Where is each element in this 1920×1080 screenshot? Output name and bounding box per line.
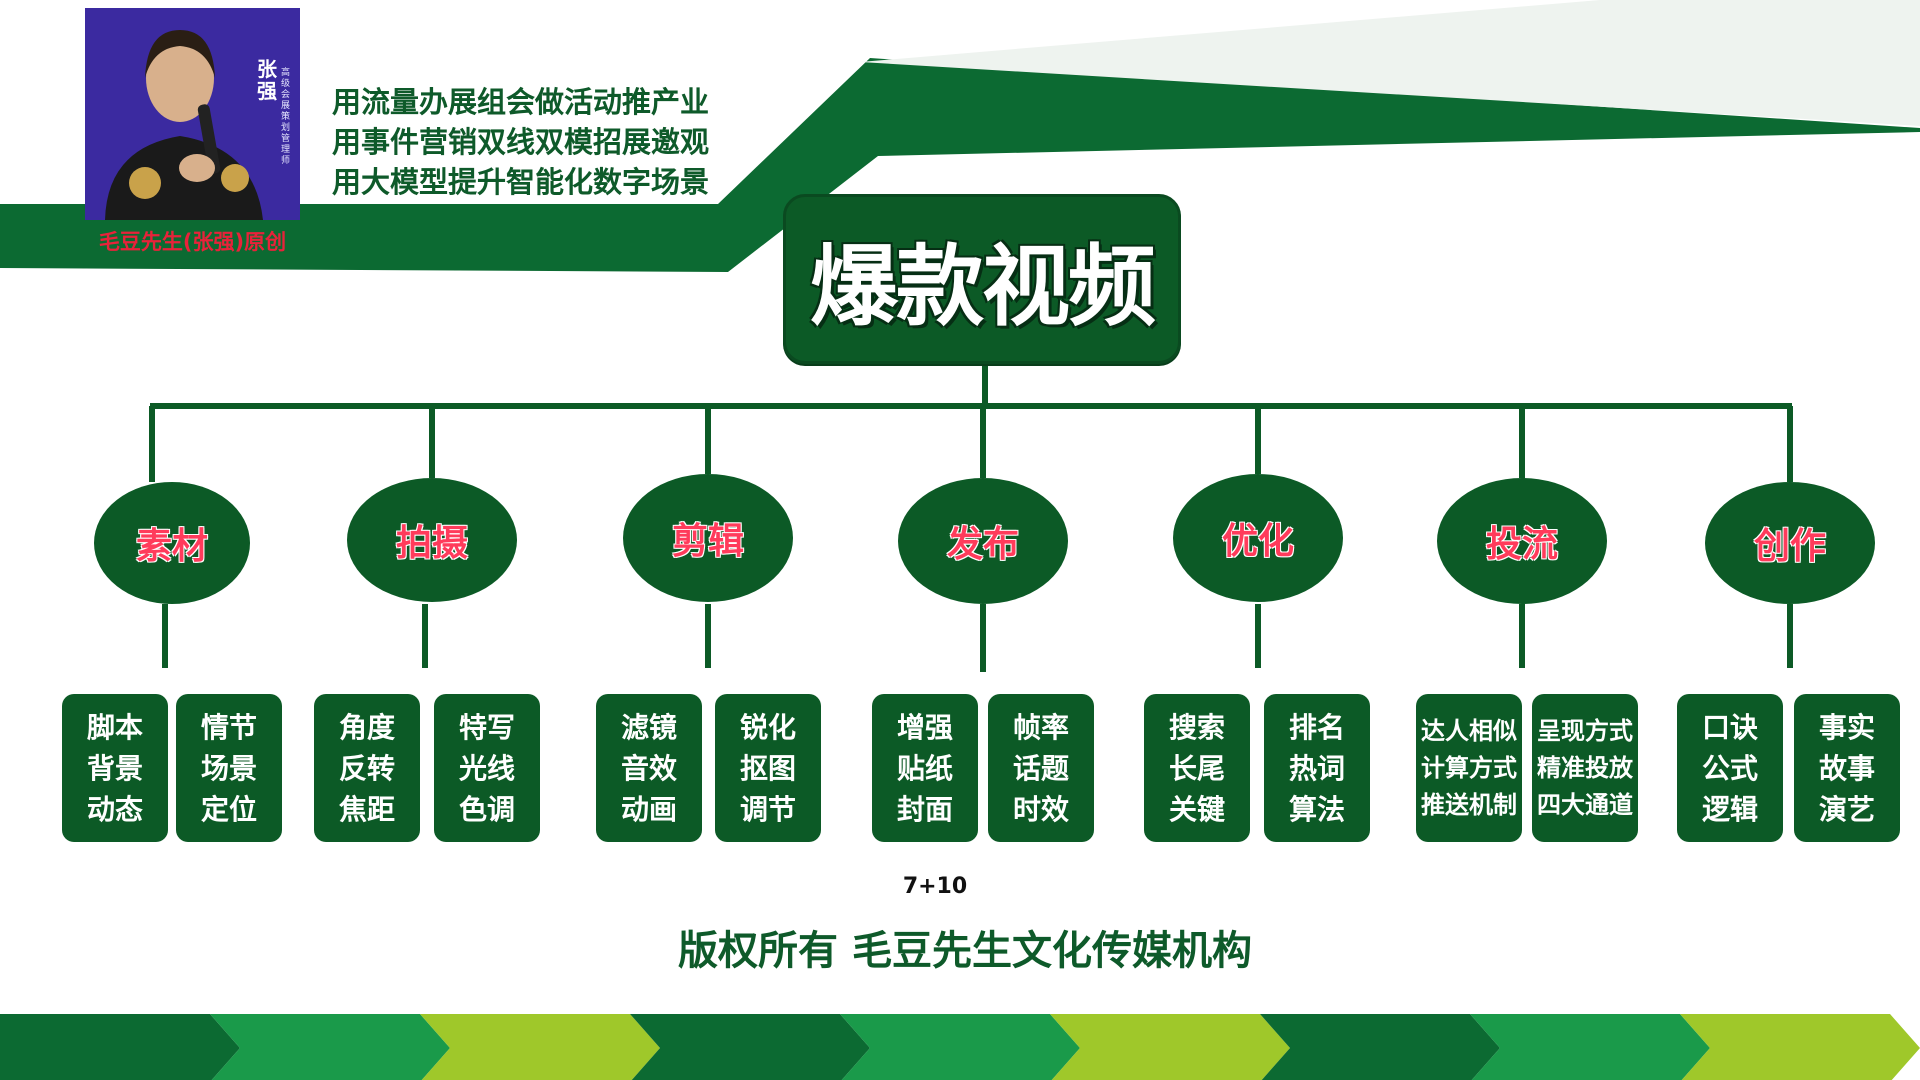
leaf-box: 呈现方式 精准投放 四大通道 <box>1532 694 1638 842</box>
leaf-box: 滤镜 音效 动画 <box>596 694 702 842</box>
copyright-text: 版权所有 毛豆先生文化传媒机构 <box>678 928 1252 974</box>
category-label: 优化 <box>1221 521 1294 562</box>
portrait-photo: 张强 高级会展策划管理师 <box>85 8 300 220</box>
header-banner-light <box>860 0 1920 126</box>
leaf-box: 脚本 背景 动态 <box>62 694 168 842</box>
connector-lines <box>149 358 1793 672</box>
portrait-credit: 毛豆先生(张强)原创 <box>98 230 287 254</box>
portrait-name: 张强 <box>257 57 277 103</box>
category-node-paishe: 拍摄 <box>347 478 517 602</box>
category-label: 素材 <box>135 526 208 567</box>
category-node-touliu: 投流 <box>1437 478 1607 604</box>
category-label: 拍摄 <box>395 523 468 564</box>
chevron-strip <box>0 1014 1920 1080</box>
category-label: 剪辑 <box>671 521 744 562</box>
category-node-sucai: 素材 <box>94 482 250 604</box>
category-label: 投流 <box>1485 524 1558 565</box>
slogans: 用流量办展组会做活动推产业 用事件营销双线双模招展邀观 用大模型提升智能化数字场… <box>332 82 709 202</box>
leaf-box: 搜索 长尾 关键 <box>1144 694 1250 842</box>
root-title: 爆款视频 <box>809 234 1156 338</box>
leaf-box: 特写 光线 色调 <box>434 694 540 842</box>
person-illustration <box>85 8 300 220</box>
leaf-box: 事实 故事 演艺 <box>1794 694 1900 842</box>
leaf-box: 锐化 抠图 调节 <box>715 694 821 842</box>
header-banner <box>0 58 1920 272</box>
slide-counter: 7+10 <box>902 874 968 899</box>
root-node: 爆款视频 <box>783 194 1181 364</box>
portrait-subtitle: 高级会展策划管理师 <box>281 68 291 166</box>
leaf-box: 帧率 话题 时效 <box>988 694 1094 842</box>
leaf-box: 情节 场景 定位 <box>176 694 282 842</box>
slogan-line: 用流量办展组会做活动推产业 <box>332 85 710 119</box>
slogan-line: 用大模型提升智能化数字场景 <box>332 165 710 199</box>
category-label: 发布 <box>946 524 1019 565</box>
category-node-youhua: 优化 <box>1173 474 1343 602</box>
leaf-box: 排名 热词 算法 <box>1264 694 1370 842</box>
leaf-box: 达人相似 计算方式 推送机制 <box>1416 694 1522 842</box>
category-node-jianji: 剪辑 <box>623 474 793 602</box>
category-node-fabu: 发布 <box>898 478 1068 604</box>
category-node-chuangzuo: 创作 <box>1705 482 1875 604</box>
leaf-box: 增强 贴纸 封面 <box>872 694 978 842</box>
leaf-box: 口诀 公式 逻辑 <box>1677 694 1783 842</box>
category-label: 创作 <box>1753 526 1826 567</box>
slogan-line: 用事件营销双线双模招展邀观 <box>332 125 710 159</box>
leaf-box: 角度 反转 焦距 <box>314 694 420 842</box>
